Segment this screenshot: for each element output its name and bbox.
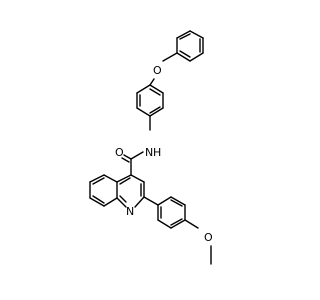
phenyl-ring-top (176, 30, 204, 62)
atom-o-ether: O (153, 64, 162, 77)
bond-quinoline-to-phenyl (143, 196, 159, 206)
quinoline-pyridine-ring (116, 174, 145, 208)
atom-o-methoxy: O (204, 231, 213, 244)
bond-carbonyl-double-b (121, 157, 130, 163)
structure-canvas: O N H O (89, 30, 213, 265)
bond-ring-to-methoxy-o (184, 219, 199, 229)
bond-carbonyl-double-a (123, 154, 132, 160)
bond-ring-to-ether (162, 52, 178, 62)
atom-o-carbonyl: O (115, 146, 124, 159)
atom-h-amide: H (153, 146, 161, 159)
bond-ether-to-ring (149, 78, 155, 86)
quinoline-benzo-ring (89, 174, 118, 207)
bond-amide-n-to-carbonyl-c (130, 151, 144, 160)
phenyl-ring-middle (136, 84, 164, 117)
atom-n-amide: N (145, 146, 153, 159)
molecule-structure: O N H O (89, 30, 213, 265)
atom-n-ring: N (126, 205, 134, 218)
phenyl-ring-bottom (157, 196, 186, 229)
